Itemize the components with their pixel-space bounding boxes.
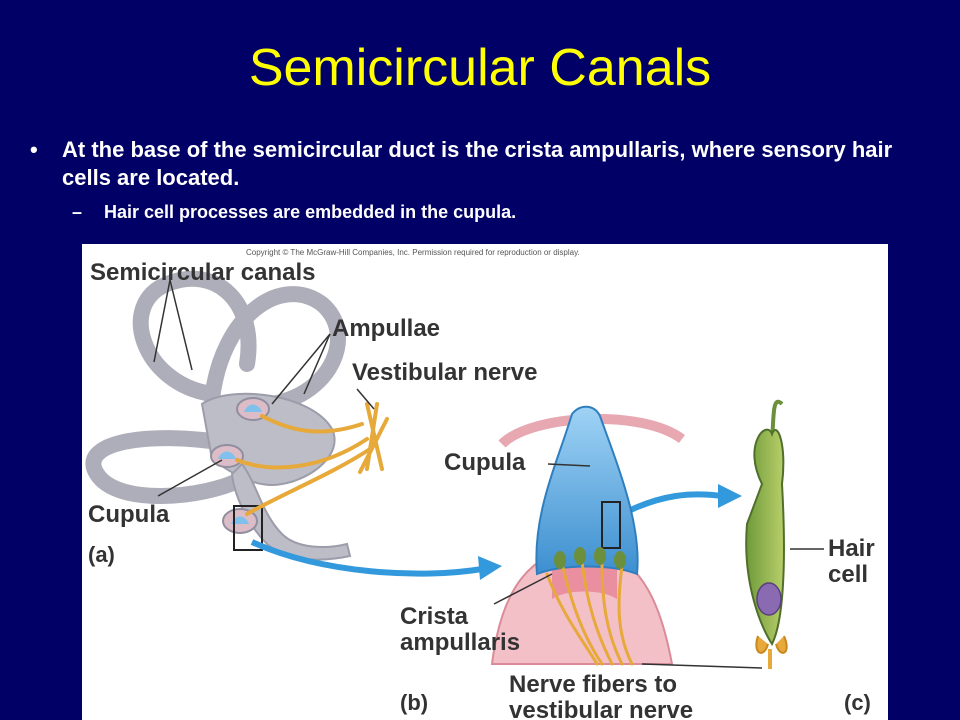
- bullet-marker: •: [30, 137, 38, 162]
- bullet-list: • At the base of the semicircular duct i…: [28, 136, 928, 224]
- sub-bullet-item: – Hair cell processes are embedded in th…: [28, 200, 928, 224]
- figure-illustration: Copyright © The McGraw-Hill Companies, I…: [85, 248, 875, 720]
- label-nerve-line2: vestibular nerve: [509, 697, 693, 720]
- sub-bullet-marker: –: [72, 202, 83, 222]
- leader-lines-a: [153, 279, 375, 497]
- label-hair-line2: cell: [828, 561, 868, 588]
- hair-cell-drawing: [745, 399, 788, 669]
- magnify-arrow-b-to-c: [620, 484, 742, 517]
- crista-hair-cells: [554, 547, 626, 569]
- cupula-drawing: [535, 405, 639, 576]
- label-cupula-b: Cupula: [444, 449, 526, 476]
- inner-ear-figure: Copyright © The McGraw-Hill Companies, I…: [82, 244, 888, 720]
- label-panel-a: (a): [88, 542, 115, 567]
- bullet-text: At the base of the semicircular duct is …: [62, 137, 893, 190]
- copyright-text: Copyright © The McGraw-Hill Companies, I…: [246, 248, 580, 257]
- semicircular-canals-drawing: [85, 270, 346, 504]
- label-nerve-line1: Nerve fibers to: [509, 671, 677, 698]
- label-semicircular-canals: Semicircular canals: [90, 259, 315, 286]
- crista-nerve-fibers: [545, 560, 634, 666]
- label-panel-b: (b): [400, 690, 428, 715]
- leader-lines-b: [493, 463, 763, 669]
- label-vestibular-nerve: Vestibular nerve: [352, 359, 537, 386]
- label-panel-c: (c): [844, 690, 871, 715]
- label-ampullae: Ampullae: [332, 315, 440, 342]
- label-crista-line2: ampullaris: [400, 629, 520, 656]
- label-crista-line1: Crista: [400, 603, 469, 630]
- slide-title: Semicircular Canals: [248, 39, 712, 97]
- label-hair-line1: Hair: [828, 535, 875, 562]
- magnify-arrow-a-to-b: [250, 539, 502, 580]
- vestibule-drawing: [200, 392, 352, 561]
- label-cupula-a: Cupula: [88, 501, 170, 528]
- sub-bullet-text: Hair cell processes are embedded in the …: [104, 202, 517, 222]
- vestibular-nerve-drawing: [235, 402, 389, 516]
- bullet-item: • At the base of the semicircular duct i…: [28, 136, 928, 192]
